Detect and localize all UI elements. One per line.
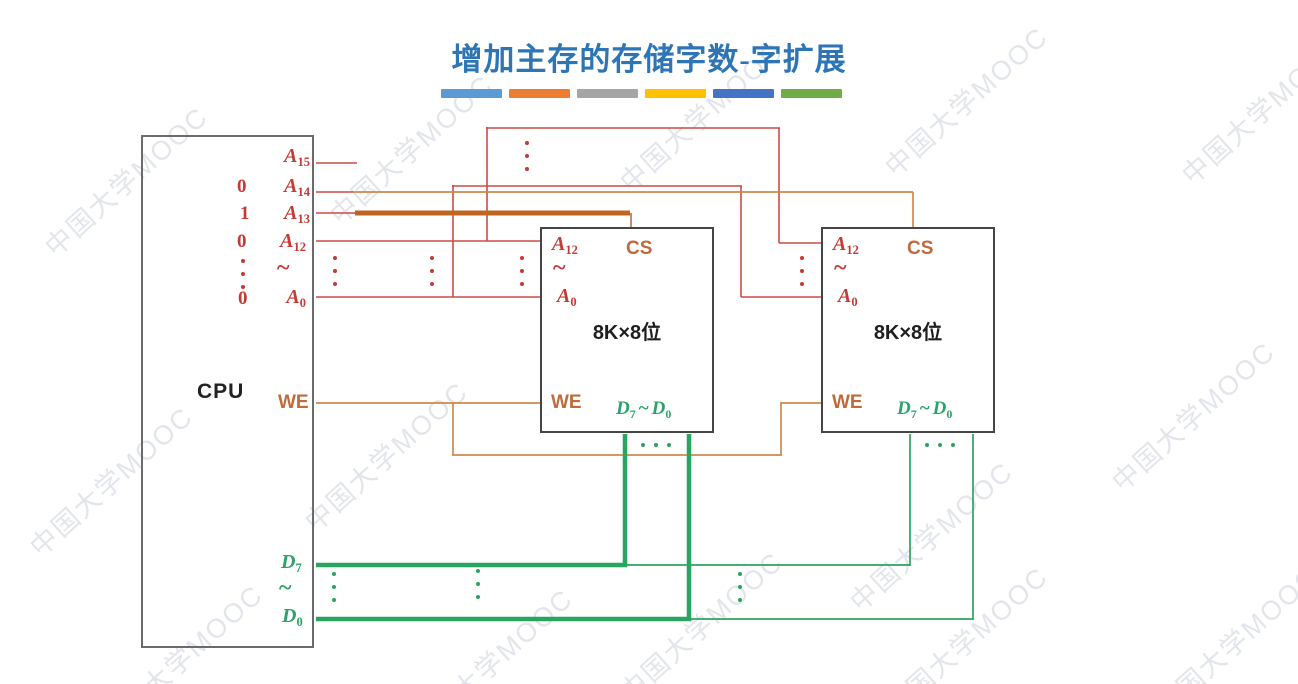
chip1-capacity-label: 8K×8位: [592, 322, 662, 344]
cpu-pin-a13: A13: [284, 202, 310, 226]
cpu-box: [141, 135, 314, 648]
cpu-pin-d7: D7: [281, 551, 302, 575]
divider-bar: [781, 89, 842, 98]
chip1-address-tilde: ~: [553, 255, 566, 281]
chip2-pin-a12: A12: [833, 233, 859, 257]
chip2-data-ellipsis-icon: [925, 443, 955, 447]
chip2-capacity-label: 8K×8位: [873, 322, 943, 344]
divider-bar: [509, 89, 570, 98]
chip1-pin-a12: A12: [552, 233, 578, 257]
cpu-pin-d0: D0: [282, 605, 303, 629]
cpu-address-values-ellipsis-icon: [241, 259, 245, 289]
cpu-pin-a15: A15: [284, 145, 310, 169]
cpu-label: CPU: [197, 380, 245, 403]
cpu-a14-value: 0: [237, 176, 247, 197]
chip1-data-ellipsis-icon: [641, 443, 671, 447]
address-bus-ellipsis-icon: [333, 256, 337, 286]
divider-bar: [577, 89, 638, 98]
address-bus-ellipsis-icon: [430, 256, 434, 286]
data-bus-ellipsis-icon: [332, 572, 336, 602]
chip2-pin-a0: A0: [838, 285, 858, 309]
chip1-cs-label: CS: [626, 238, 653, 259]
chip1-data-pins: D7~D0: [616, 398, 672, 421]
cpu-address-tilde: ~: [277, 255, 290, 281]
divider-bar: [645, 89, 706, 98]
divider-bar: [713, 89, 774, 98]
address-bus-ellipsis-icon: [800, 256, 804, 286]
cpu-pin-a0: A0: [286, 286, 306, 310]
cpu-a13-value: 1: [240, 203, 250, 224]
chip1-pin-a0: A0: [557, 285, 577, 309]
title-divider: [441, 89, 842, 98]
divider-bar: [441, 89, 502, 98]
data-bus-ellipsis-icon: [738, 572, 742, 602]
address-bus-ellipsis-icon: [520, 256, 524, 286]
chip2-cs-label: CS: [907, 238, 934, 259]
chip2-data-pins: D7~D0: [897, 398, 953, 421]
cpu-a0-value: 0: [238, 288, 248, 309]
chip2-we-label: WE: [832, 392, 863, 413]
cpu-a12-value: 0: [237, 231, 247, 252]
memory-chip-2: A12 CS ~ A0 8K×8位 WE D7~D0: [821, 227, 995, 433]
chip2-address-tilde: ~: [834, 255, 847, 281]
address-route-ellipsis-icon: [525, 141, 529, 171]
cpu-pin-a12: A12: [280, 230, 306, 254]
data-bus-ellipsis-icon: [476, 569, 480, 599]
memory-chip-1: A12 CS ~ A0 8K×8位 WE D7~D0: [540, 227, 714, 433]
cpu-data-tilde: ~: [279, 575, 292, 601]
chip1-we-label: WE: [551, 392, 582, 413]
cpu-we-label: WE: [278, 392, 309, 413]
page-title: 增加主存的存储字数-字扩展: [451, 42, 847, 77]
cpu-pin-a14: A14: [284, 175, 310, 199]
